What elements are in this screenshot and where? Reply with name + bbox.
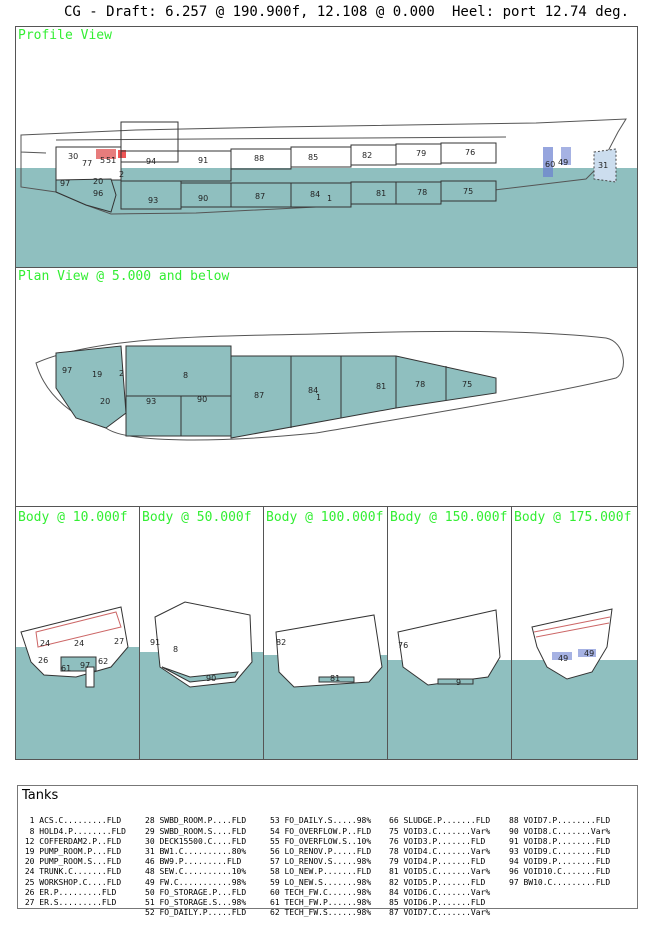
- svg-text:1: 1: [327, 194, 332, 203]
- profile-tank-labels: 30 77 5 51 94 91 88 85 82 79 76 97 20 96…: [60, 148, 608, 205]
- svg-text:78: 78: [417, 188, 427, 197]
- body-section-3[interactable]: 82 81 Body @ 100.000f: [263, 506, 390, 760]
- svg-text:97: 97: [62, 366, 72, 375]
- cg-draft-text: CG - Draft: 6.257 @ 190.900f, 12.108 @ 0…: [64, 4, 435, 20]
- svg-text:96: 96: [93, 189, 103, 198]
- svg-text:24: 24: [40, 639, 50, 648]
- plan-drawing: 97 19 2 8 20 93 90 87 84 1 81 78 75: [35, 330, 624, 441]
- body-section-2-label: Body @ 50.000f: [142, 510, 252, 525]
- svg-text:84: 84: [308, 386, 318, 395]
- svg-text:93: 93: [148, 196, 158, 205]
- svg-text:81: 81: [376, 382, 386, 391]
- svg-text:49: 49: [558, 158, 568, 167]
- svg-text:30: 30: [68, 152, 78, 161]
- svg-text:26: 26: [38, 656, 48, 665]
- svg-text:76: 76: [465, 148, 475, 157]
- body-section-1[interactable]: 24 27 24 26 61 97 62 Body @ 10.000f: [15, 506, 142, 760]
- svg-text:5: 5: [100, 156, 105, 165]
- svg-text:1: 1: [316, 393, 321, 402]
- body-section-3-label: Body @ 100.000f: [266, 510, 384, 525]
- svg-text:60: 60: [545, 160, 555, 169]
- body-section-1-label: Body @ 10.000f: [18, 510, 128, 525]
- svg-text:49: 49: [584, 649, 594, 658]
- svg-text:49: 49: [558, 654, 568, 663]
- plan-view-panel[interactable]: 97 19 2 8 20 93 90 87 84 1 81 78 75 Plan…: [15, 267, 638, 509]
- heel-text: Heel: port 12.74 deg.: [452, 4, 630, 20]
- svg-text:84: 84: [310, 190, 320, 199]
- svg-text:90: 90: [198, 194, 208, 203]
- svg-text:82: 82: [276, 638, 286, 647]
- tanks-column-3: 53 FO_DAILY.S.....98%54 FO_OVERFLOW.P..F…: [270, 816, 372, 918]
- svg-text:2: 2: [119, 170, 124, 179]
- tanks-column-1: 1 ACS.C.........FLD 8 HOLD4.P........FLD…: [20, 816, 126, 908]
- svg-text:75: 75: [462, 380, 472, 389]
- svg-text:76: 76: [398, 641, 408, 650]
- svg-text:93: 93: [146, 397, 156, 406]
- svg-text:94: 94: [146, 157, 156, 166]
- svg-text:20: 20: [93, 177, 103, 186]
- plan-tank-labels: 97 19 2 8 20 93 90 87 84 1 81 78 75: [62, 366, 472, 406]
- svg-text:24: 24: [74, 639, 84, 648]
- svg-text:81: 81: [330, 674, 340, 683]
- svg-text:97: 97: [60, 179, 70, 188]
- svg-text:20: 20: [100, 397, 110, 406]
- svg-text:8: 8: [183, 371, 188, 380]
- tanks-title: Tanks: [22, 788, 59, 803]
- svg-text:19: 19: [92, 370, 102, 379]
- plan-hull-outline: [35, 330, 624, 441]
- svg-text:87: 87: [254, 391, 264, 400]
- body-section-4[interactable]: 76 9 Body @ 150.000f: [387, 506, 514, 760]
- svg-text:90: 90: [206, 674, 216, 683]
- profile-drawing: 30 77 5 51 94 91 88 85 82 79 76 97 20 96…: [16, 118, 637, 269]
- header-bar: CG - Draft: 6.257 @ 190.900f, 12.108 @ 0…: [0, 4, 654, 24]
- svg-text:31: 31: [598, 161, 608, 170]
- svg-text:81: 81: [376, 189, 386, 198]
- svg-text:91: 91: [150, 638, 160, 647]
- tanks-legend: Tanks 1 ACS.C.........FLD 8 HOLD4.P.....…: [17, 785, 638, 917]
- svg-text:51: 51: [106, 156, 116, 165]
- svg-text:77: 77: [82, 159, 92, 168]
- body-section-5-label: Body @ 175.000f: [514, 510, 632, 525]
- svg-text:27: 27: [114, 637, 124, 646]
- profile-view-panel[interactable]: 30 77 5 51 94 91 88 85 82 79 76 97 20 96…: [15, 26, 638, 270]
- svg-text:79: 79: [416, 149, 426, 158]
- svg-text:90: 90: [197, 395, 207, 404]
- svg-text:8: 8: [173, 645, 178, 654]
- svg-text:97: 97: [80, 661, 90, 670]
- svg-text:87: 87: [255, 192, 265, 201]
- svg-text:91: 91: [198, 156, 208, 165]
- svg-text:75: 75: [463, 187, 473, 196]
- svg-text:85: 85: [308, 153, 318, 162]
- svg-text:9: 9: [456, 678, 461, 687]
- svg-text:88: 88: [254, 154, 264, 163]
- svg-text:62: 62: [98, 657, 108, 666]
- body-section-2[interactable]: 91 8 90 Body @ 50.000f: [139, 506, 266, 760]
- body-section-4-label: Body @ 150.000f: [390, 510, 508, 525]
- plan-view-label: Plan View @ 5.000 and below: [18, 269, 230, 284]
- svg-text:82: 82: [362, 151, 372, 160]
- svg-text:61: 61: [61, 664, 71, 673]
- svg-text:2: 2: [119, 369, 124, 378]
- body-section-5[interactable]: 49 49 Body @ 175.000f: [511, 506, 638, 760]
- svg-text:78: 78: [415, 380, 425, 389]
- profile-view-label: Profile View: [18, 28, 112, 43]
